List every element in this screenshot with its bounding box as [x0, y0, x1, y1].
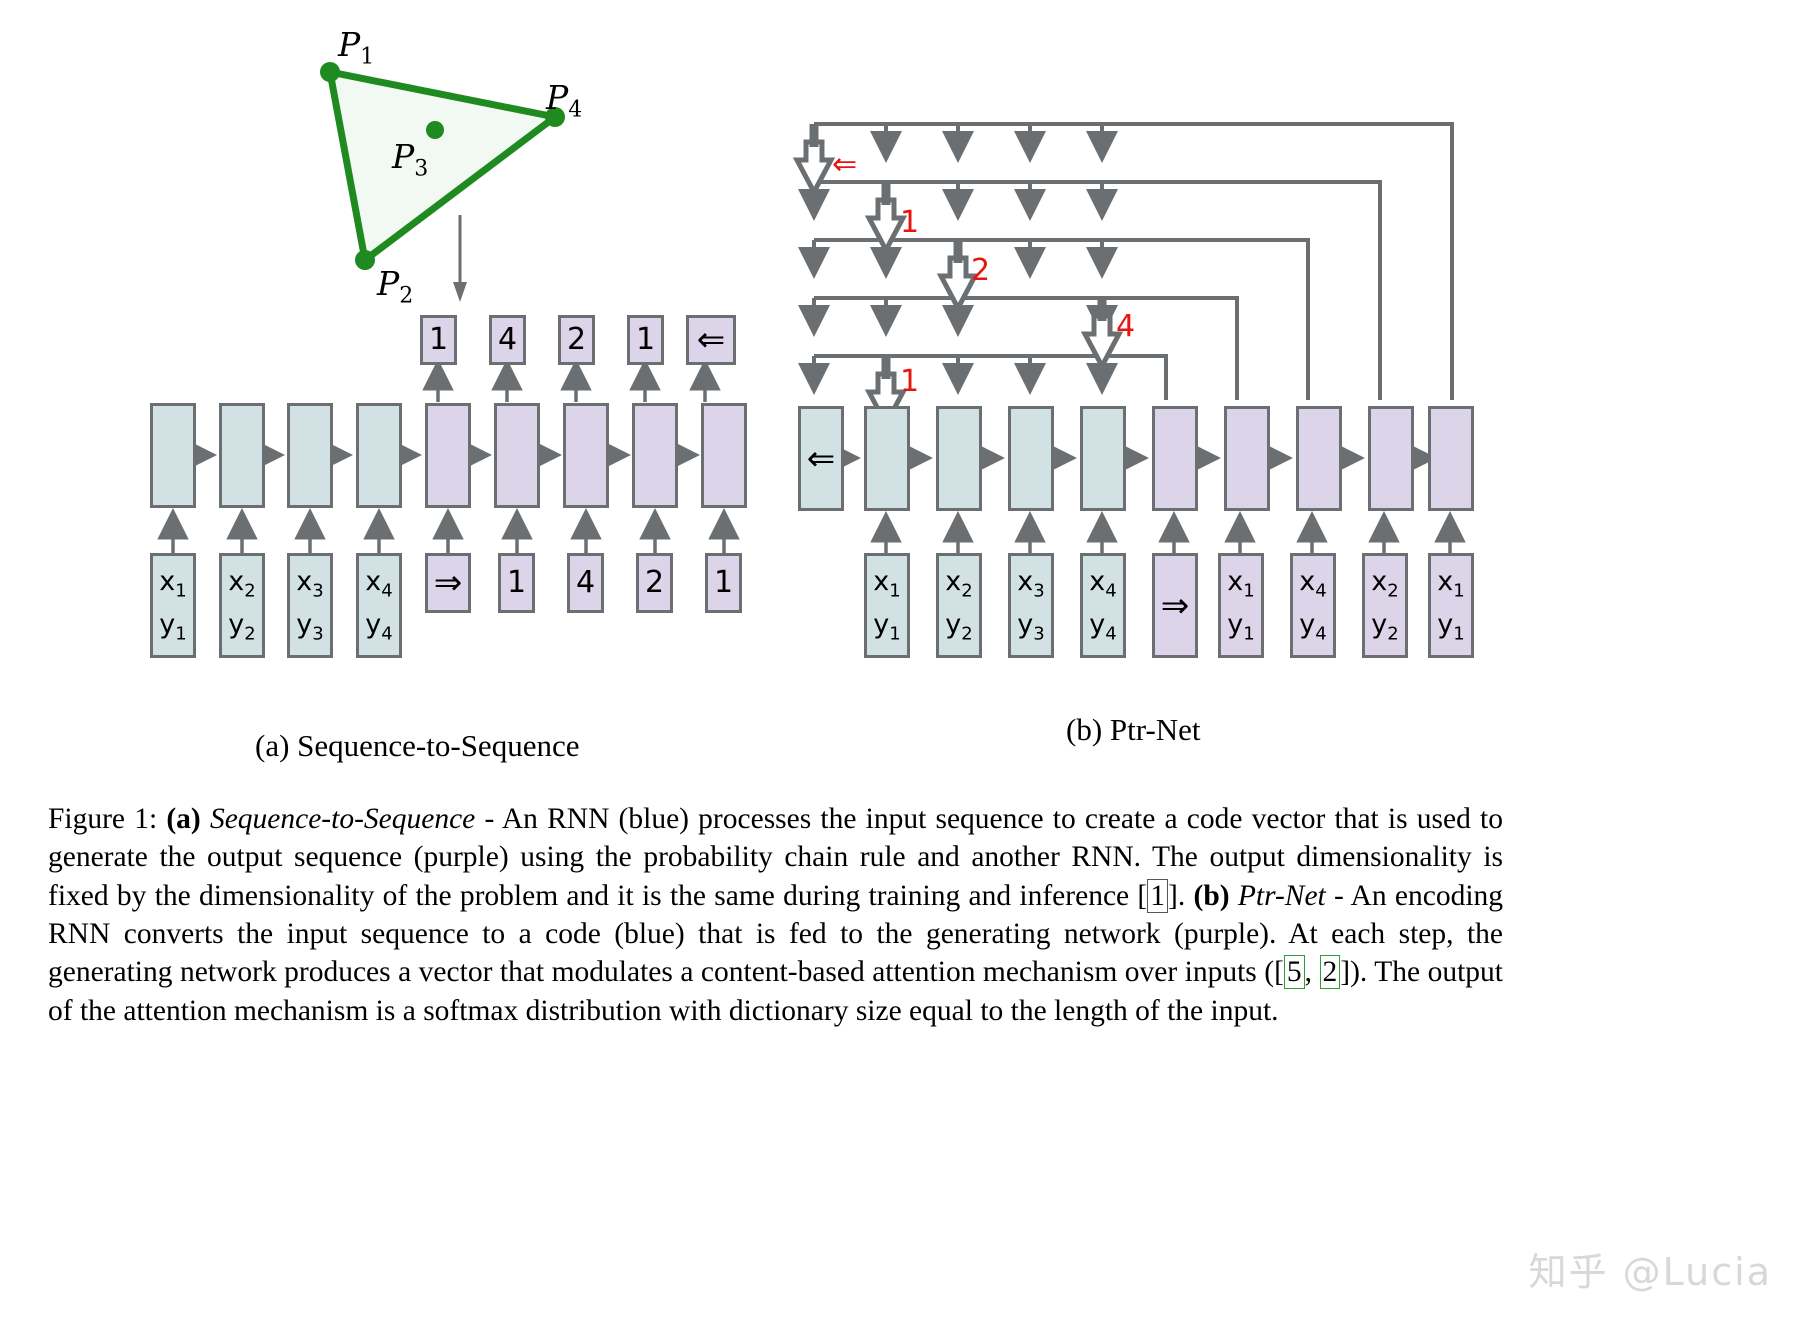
panel-a-output-0: 1	[420, 315, 457, 365]
panel-b-encoder-cell-2	[936, 406, 982, 511]
panel-a-decoder-cell-5	[701, 403, 747, 508]
panel-a-input-4: x4 y4	[356, 553, 402, 658]
caption-ref-5[interactable]: 5	[1283, 955, 1305, 990]
panel-a-encoder-cell-1	[150, 403, 196, 508]
caption-a-bold: (a)	[166, 803, 201, 835]
down-arrow-head	[453, 282, 467, 302]
panel-a-decoder-input-3: 2	[636, 553, 673, 613]
panel-b-decoder-cell-3	[1296, 406, 1342, 511]
panel-a-input-1: x1 y1	[150, 553, 196, 658]
panel-b-encoder-cell-4	[1080, 406, 1126, 511]
figure-caption: Figure 1: (a) Sequence-to-Sequence - An …	[48, 800, 1503, 1030]
caption-seg2: ].	[1168, 879, 1194, 912]
panel-b-input-3: x3 y3	[1008, 553, 1054, 658]
panel-a-decoder-cell-4	[632, 403, 678, 508]
panel-b-decoder-cell-2	[1224, 406, 1270, 511]
panel-b-encoder-cell-1	[864, 406, 910, 511]
point-p3	[426, 121, 444, 139]
point-p1	[320, 62, 340, 82]
panel-b-decoder-input-1: x1 y1	[1218, 553, 1264, 658]
caption-b-italic: Ptr-Net	[1237, 879, 1326, 912]
caption-seg1: - An RNN (blue) processes the input sequ…	[48, 803, 1504, 912]
caption-b-bold: (b)	[1193, 879, 1230, 912]
panel-a-input-3: x3 y3	[287, 553, 333, 658]
panel-b-caption: (b) Ptr-Net	[1066, 712, 1201, 747]
panel-b-pointer-label-0: ⇐	[832, 147, 858, 182]
panel-b-pointer-label-2: 2	[971, 253, 991, 288]
panel-b-pointer-label-4: 1	[900, 364, 920, 399]
panel-a-decoder-input-1: 1	[498, 553, 535, 613]
panel-a-encoder-cell-3	[287, 403, 333, 508]
panel-a-output-3: 1	[627, 315, 664, 365]
panel-a-caption: (a) Sequence-to-Sequence	[255, 728, 580, 763]
panel-a-decoder-input-0: ⇒	[425, 553, 471, 613]
caption-seg4: ,	[1304, 956, 1320, 989]
point-label-p2: P2	[377, 264, 414, 309]
hull-polygon	[325, 67, 564, 267]
panel-b-decoder-input-0: ⇒	[1152, 553, 1198, 658]
panel-b-pointer-label-1: 1	[900, 205, 920, 240]
panel-a-output-2: 2	[558, 315, 595, 365]
point-label-p1: P1	[338, 25, 375, 70]
caption-prefix: Figure 1:	[48, 803, 167, 835]
panel-a-decoder-input-4: 1	[705, 553, 742, 613]
panel-b-decoder-cell-5	[1428, 406, 1474, 511]
panel-b-decoder-input-3: x2 y2	[1362, 553, 1408, 658]
panel-b-input-1: x1 y1	[864, 553, 910, 658]
point-p2	[355, 250, 375, 270]
panel-b-encoder-cell-3	[1008, 406, 1054, 511]
caption-ref-1[interactable]: 1	[1147, 878, 1168, 913]
hull-svg	[320, 62, 565, 302]
panel-b-decoder-input-4: x1 y1	[1428, 553, 1474, 658]
panel-a-encoder-cell-2	[219, 403, 265, 508]
point-label-p4: P4	[546, 78, 583, 123]
panel-a-decoder-cell-2	[494, 403, 540, 508]
watermark: 知乎 @Lucia	[1528, 1250, 1772, 1294]
panel-a-decoder-cell-3	[563, 403, 609, 508]
panel-b-start-cell: ⇐	[798, 406, 844, 511]
panel-a-output-4: ⇐	[686, 315, 736, 365]
point-label-p3: P3	[392, 137, 429, 182]
panel-a-output-1: 4	[489, 315, 526, 365]
convex-hull-plot: P1 P4 P3 P2	[250, 20, 720, 330]
panel-a-decoder-cell-1	[425, 403, 471, 508]
panel-b-decoder-input-2: x4 y4	[1290, 553, 1336, 658]
panel-b-input-2: x2 y2	[936, 553, 982, 658]
caption-seg3: - An encoding RNN converts the input seq…	[48, 879, 1504, 989]
panel-a-encoder-cell-4	[356, 403, 402, 508]
panel-a-decoder-input-2: 4	[567, 553, 604, 613]
panel-a-input-2: x2 y2	[219, 553, 265, 658]
point-p4	[545, 107, 565, 127]
panel-b-decoder-cell-1	[1152, 406, 1198, 511]
caption-ref-2[interactable]: 2	[1319, 955, 1341, 990]
panel-b-pointer-label-3: 4	[1116, 309, 1136, 344]
panel-b-decoder-cell-4	[1368, 406, 1414, 511]
caption-seg5: ]). The output of the attention mechanis…	[48, 956, 1503, 1027]
caption-a-italic: Sequence-to-Sequence	[209, 803, 476, 835]
panel-b-input-4: x4 y4	[1080, 553, 1126, 658]
